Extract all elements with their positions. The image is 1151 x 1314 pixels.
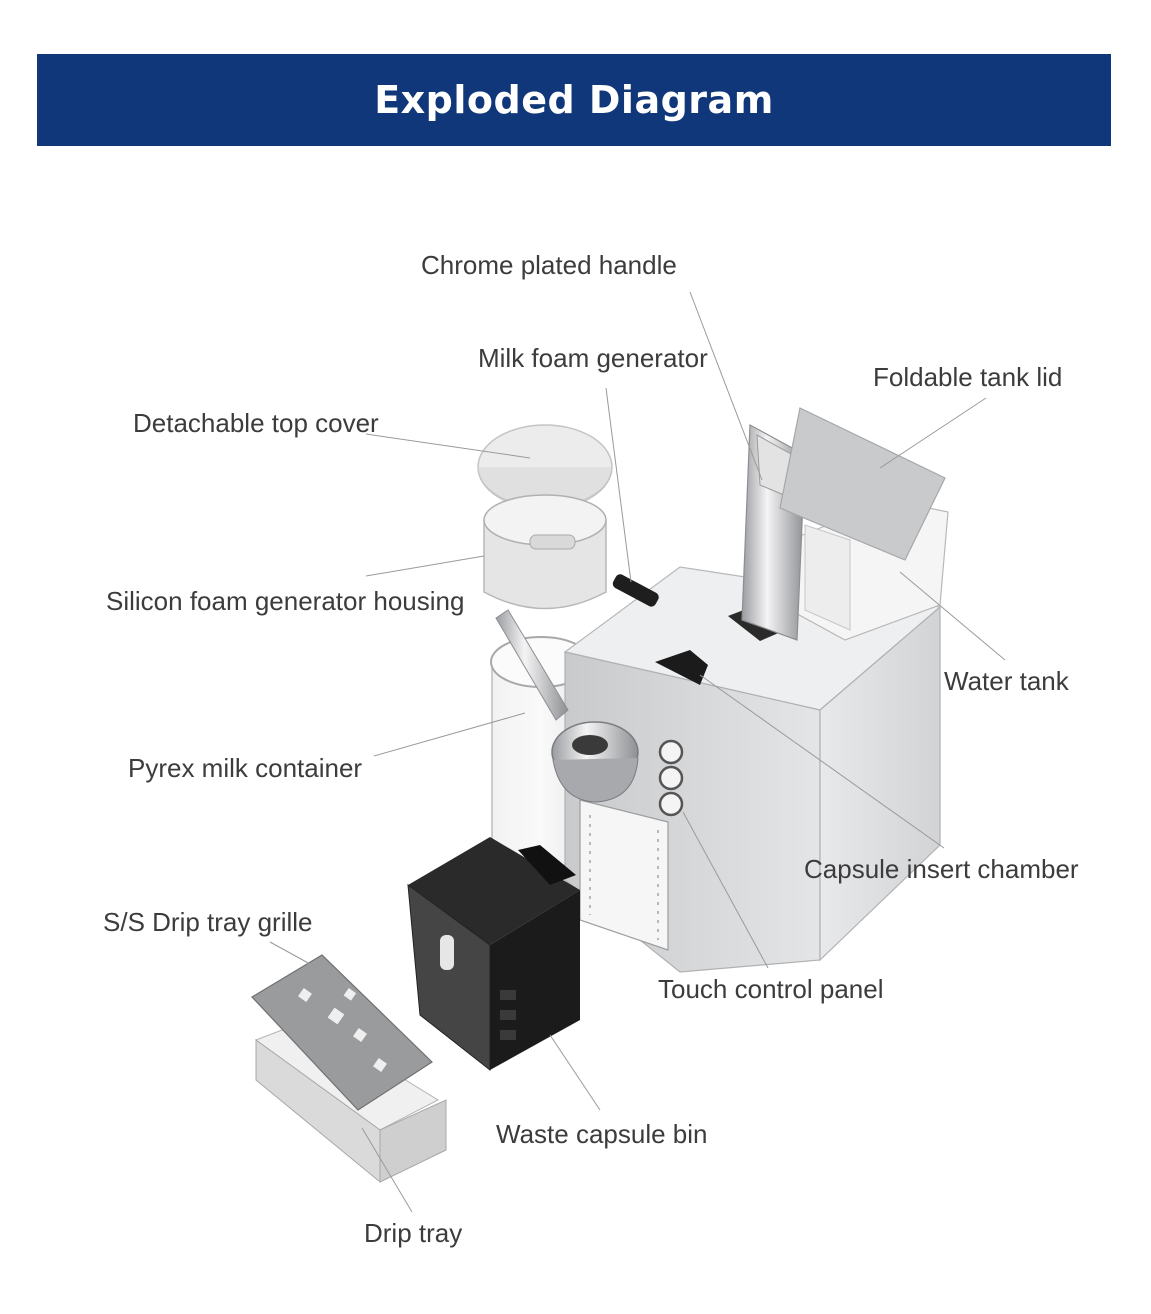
- label-detachable-top-cover: Detachable top cover: [133, 408, 379, 438]
- ss-drip-tray-grille: [251, 954, 433, 1111]
- label-waste-capsule-bin: Waste capsule bin: [496, 1119, 708, 1149]
- label-chrome-plated-handle: Chrome plated handle: [421, 250, 677, 280]
- leader-lines: [269, 291, 1006, 1213]
- dispenser-head: [551, 721, 639, 803]
- label-ss-drip-tray-grille: S/S Drip tray grille: [103, 907, 313, 937]
- label-silicon-foam-generator-housing: Silicon foam generator housing: [106, 586, 465, 616]
- touch-control-panel: [658, 739, 684, 817]
- label-foldable-tank-lid: Foldable tank lid: [873, 362, 1063, 392]
- label-water-tank: Water tank: [944, 666, 1069, 696]
- waste-capsule-bin: [407, 837, 580, 1072]
- page-title: Exploded Diagram: [374, 78, 774, 122]
- label-touch-control-panel: Touch control panel: [658, 974, 884, 1004]
- silicon-foam-generator-housing: [483, 494, 607, 610]
- header-banner: Exploded Diagram: [37, 54, 1111, 146]
- capsule-insert-chamber: [655, 650, 708, 685]
- label-capsule-insert-chamber: Capsule insert chamber: [804, 854, 1079, 884]
- foldable-tank-lid: [779, 407, 946, 561]
- steam-pipe: [495, 609, 569, 721]
- label-drip-tray: Drip tray: [364, 1218, 463, 1248]
- milk-foam-generator: [612, 574, 659, 607]
- label-milk-foam-generator: Milk foam generator: [478, 343, 708, 373]
- label-pyrex-milk-container: Pyrex milk container: [128, 753, 363, 783]
